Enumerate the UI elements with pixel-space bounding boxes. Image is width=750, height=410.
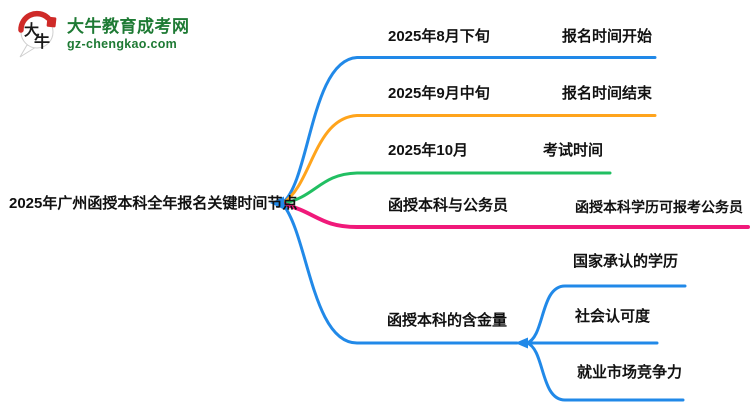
- branch1-line: [281, 56, 657, 204]
- branch3-line: [281, 171, 612, 205]
- branch5-line: [281, 203, 519, 345]
- branch5-node: 函授本科的含金量: [387, 312, 508, 329]
- logo-site-name: 大牛教育成考网: [67, 16, 190, 36]
- logo-red-arc: [18, 10, 51, 33]
- logo-char-bottom: 牛: [34, 32, 50, 51]
- branch5-child1-line: [525, 284, 687, 345]
- logo-site-url: gz-chengkao.com: [67, 36, 178, 51]
- root-hub-arrow-icon: [270, 196, 284, 210]
- branch2-node: 2025年9月中旬: [388, 85, 490, 102]
- site-logo: 大 牛 大牛教育成考网 gz-chengkao.com: [17, 9, 190, 59]
- branch5-child2-node: 社会认可度: [575, 308, 651, 325]
- branch4-node: 函授本科与公务员: [388, 197, 509, 214]
- branch5-child3-line: [525, 341, 685, 402]
- branch5-child1-node: 国家承认的学历: [573, 253, 679, 270]
- branch5-child3-node: 就业市场竞争力: [577, 364, 683, 381]
- subhub-arrow-icon: [515, 337, 528, 349]
- logo-red-seal: [46, 16, 57, 28]
- logo-char-top: 大: [24, 21, 39, 39]
- branch4-line: [281, 202, 750, 229]
- branch3-child-node: 考试时间: [543, 142, 604, 159]
- branch2-line: [281, 114, 657, 205]
- daniu-bubble-icon: 大 牛: [18, 10, 57, 58]
- branch1-node: 2025年8月下旬: [388, 28, 490, 45]
- branch1-child-node: 报名时间开始: [562, 28, 653, 45]
- branch3-node: 2025年10月: [388, 142, 469, 159]
- branch2-child-node: 报名时间结束: [562, 85, 653, 102]
- branch4-child-node: 函授本科学历可报考公务员: [575, 199, 743, 215]
- root-node: 2025年广州函授本科全年报名关键时间节点: [9, 195, 298, 212]
